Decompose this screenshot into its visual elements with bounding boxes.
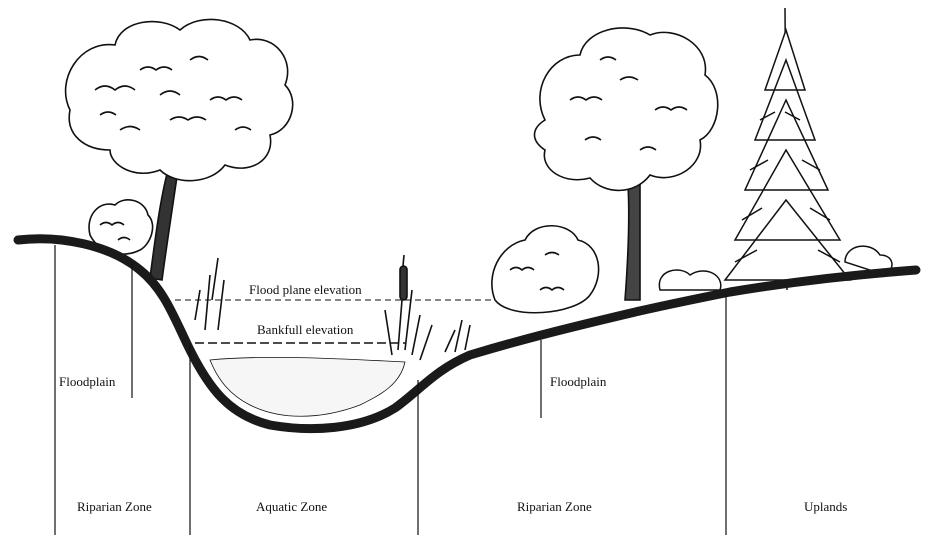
left-bank-reeds <box>195 258 224 330</box>
floodplain-label-right: Floodplain <box>550 375 606 388</box>
right-tree-trunk <box>625 185 640 300</box>
right-shrub <box>492 226 599 313</box>
right-vegetation <box>492 28 718 313</box>
right-tree-canopy <box>534 28 717 190</box>
flood-plane-elevation-label: Flood plane elevation <box>249 283 362 296</box>
zone-label-riparian-left: Riparian Zone <box>77 500 152 513</box>
zone-label-riparian-right: Riparian Zone <box>517 500 592 513</box>
left-tree-trunk <box>150 170 178 280</box>
bankfull-elevation-label: Bankfull elevation <box>257 323 353 336</box>
zone-label-uplands: Uplands <box>804 500 847 513</box>
zone-label-aquatic: Aquatic Zone <box>256 500 327 513</box>
cattails <box>385 255 470 360</box>
left-tree-canopy <box>66 19 293 180</box>
floodplain-label-left: Floodplain <box>59 375 115 388</box>
